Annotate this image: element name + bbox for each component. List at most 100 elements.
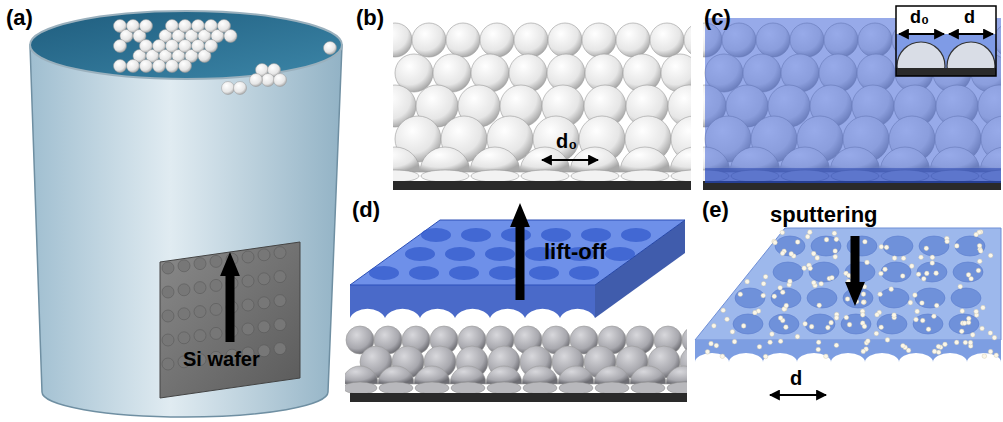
metal-dot	[980, 326, 985, 331]
substrate	[350, 393, 687, 402]
metal-dot	[976, 268, 981, 273]
film-pore	[569, 266, 599, 280]
wafer-pattern	[194, 306, 206, 318]
film-pore	[949, 314, 979, 334]
wafer-pattern	[274, 271, 286, 283]
film-pore	[809, 262, 839, 282]
metal-dot	[968, 340, 973, 345]
metal-dot	[847, 322, 852, 327]
sphere	[446, 23, 480, 57]
metal-dot	[978, 249, 983, 254]
wafer-pattern	[242, 275, 254, 287]
inset-content	[896, 34, 996, 76]
cut-sphere	[414, 366, 450, 384]
cut-sphere	[630, 366, 666, 384]
metal-dot	[866, 339, 871, 344]
metal-dot	[892, 313, 897, 318]
metal-dot	[834, 316, 839, 321]
dimension-arrow	[949, 33, 993, 35]
metal-dot	[924, 271, 929, 276]
metal-dot	[919, 255, 924, 260]
block-arrow	[510, 203, 530, 300]
metal-dot	[920, 301, 925, 306]
metal-dot	[784, 325, 789, 330]
metal-dot	[753, 310, 758, 315]
wafer-pattern	[274, 343, 286, 355]
cut-sphere	[620, 147, 670, 172]
block-arrow	[845, 236, 865, 306]
metal-dot	[945, 239, 950, 244]
metal-dot	[930, 255, 935, 260]
film-pore	[769, 314, 799, 334]
wafer-pattern	[162, 334, 174, 346]
metal-dot	[780, 230, 785, 235]
film-pore	[919, 236, 949, 256]
metal-dot	[892, 256, 897, 261]
metal-dot	[808, 230, 813, 235]
metal-dot	[879, 325, 884, 330]
metal-dot	[803, 322, 808, 327]
process-label: lift-off	[544, 240, 606, 264]
cut-face	[621, 170, 669, 182]
panel-label: (e)	[702, 198, 729, 222]
metal-dot	[778, 316, 783, 321]
cut-sphere	[670, 147, 691, 172]
wafer-pattern	[210, 255, 222, 267]
metal-dot	[875, 312, 880, 317]
sphere	[205, 40, 218, 53]
metal-dot	[763, 354, 768, 359]
sphere	[684, 23, 691, 57]
sphere	[140, 60, 153, 73]
dimension-arrow	[899, 33, 944, 35]
metal-dot	[988, 331, 993, 336]
metal-dot	[761, 281, 766, 286]
film-pore	[369, 266, 399, 280]
dimension-label: d₀	[910, 8, 929, 28]
infiltrated-layer	[703, 18, 1001, 190]
film-pore	[405, 247, 435, 261]
sphere	[582, 23, 616, 57]
film-pore	[845, 262, 875, 282]
metal-dot	[780, 251, 785, 256]
film-pore	[621, 228, 651, 242]
sphere	[650, 23, 684, 57]
sphere	[127, 60, 140, 73]
cut-face	[345, 382, 377, 394]
metal-dot	[936, 344, 941, 349]
film-pore	[445, 247, 475, 261]
wafer-pattern	[162, 310, 174, 322]
metal-dot	[885, 338, 890, 343]
wafer-pattern	[242, 299, 254, 311]
metal-dot	[901, 256, 906, 261]
metal-dot	[863, 239, 868, 244]
polymer-film	[705, 18, 1001, 183]
wafer-pattern	[258, 249, 270, 261]
cut-sphere	[450, 366, 486, 384]
cut-face	[667, 382, 687, 394]
film-top	[695, 228, 1001, 340]
wafer-pattern	[162, 286, 174, 298]
cut-face	[421, 170, 469, 182]
sphere	[166, 60, 179, 73]
cut-face	[523, 382, 557, 394]
metal-dot	[778, 286, 783, 291]
metal-dot	[862, 300, 867, 305]
metal-dot	[705, 350, 710, 355]
sphere	[114, 40, 127, 53]
cut-face	[671, 170, 691, 182]
sphere	[250, 74, 263, 87]
si-wafer	[160, 242, 300, 398]
metal-dot	[830, 275, 835, 280]
cut-face	[595, 382, 629, 394]
sphere	[234, 82, 247, 95]
cut-sphere	[345, 366, 378, 384]
cut-face	[471, 170, 519, 182]
metal-dot	[900, 274, 905, 279]
sphere	[274, 74, 287, 87]
metal-dot	[763, 274, 768, 279]
metal-dot	[833, 249, 838, 254]
metal-dot	[889, 287, 894, 292]
cut-sphere	[666, 366, 687, 384]
film-pore	[461, 228, 491, 242]
metal-dot	[844, 315, 849, 320]
